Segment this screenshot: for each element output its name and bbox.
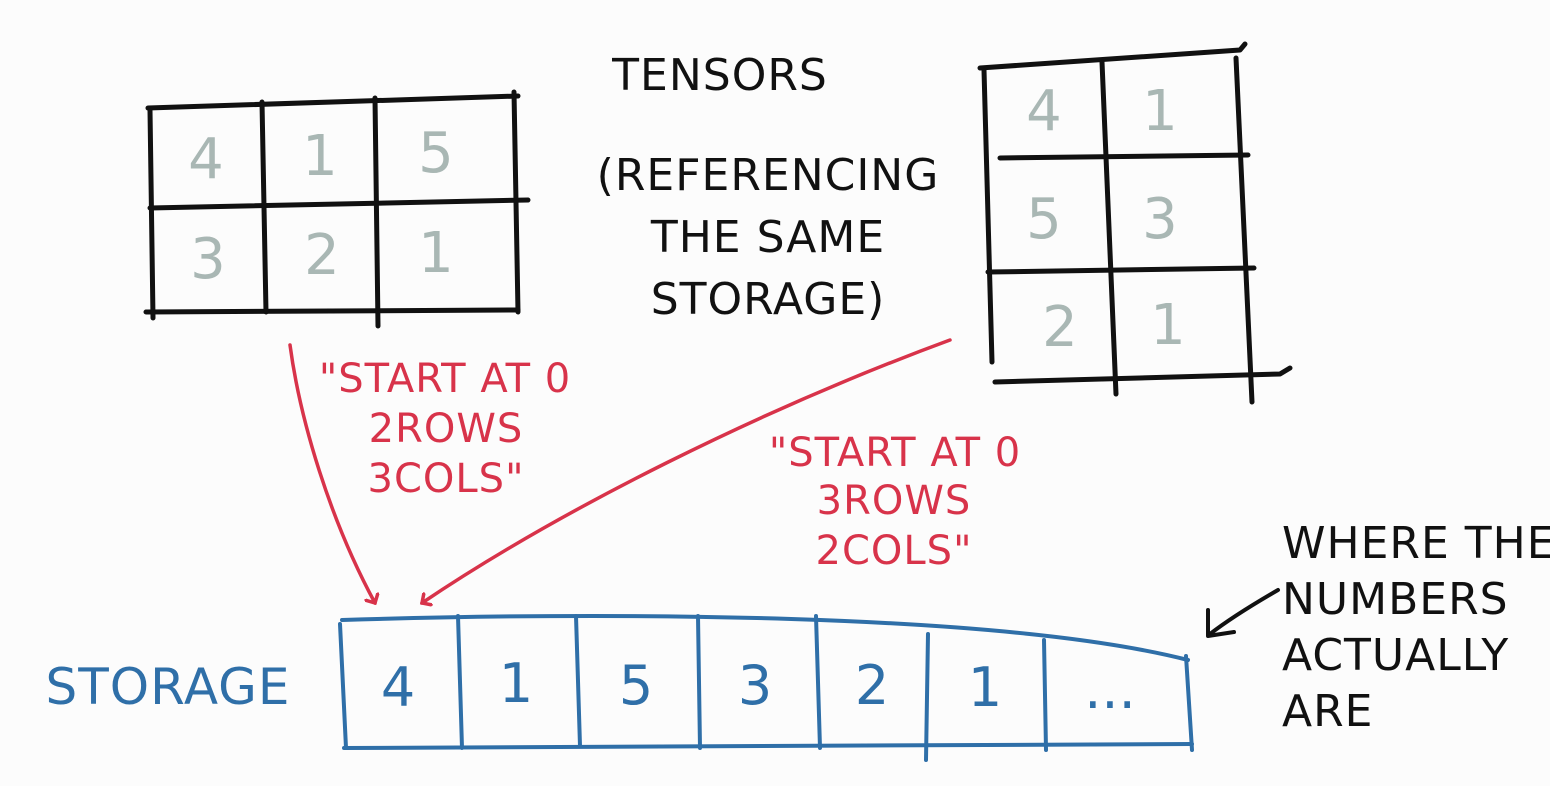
note-arrow bbox=[1208, 588, 1280, 636]
title: TENSORS bbox=[611, 50, 828, 101]
tensor-b-arrow bbox=[422, 338, 952, 603]
tensor-a-annotation-line-2: 2ROWS bbox=[369, 406, 524, 452]
storage-cell: 4 bbox=[381, 656, 415, 719]
note-line-1: WHERE THE bbox=[1282, 518, 1550, 569]
tensor-a-cell: 5 bbox=[418, 121, 454, 186]
note-arrowhead bbox=[1206, 608, 1236, 638]
tensor-b-annotation-line-2: 3ROWS bbox=[817, 478, 972, 524]
storage-strip bbox=[338, 614, 1194, 762]
storage-label: STORAGE bbox=[45, 658, 290, 716]
subtitle-line-2: THE SAME bbox=[650, 212, 885, 263]
note-line-4: ARE bbox=[1282, 686, 1373, 737]
tensor-b-cell: 5 bbox=[1026, 187, 1062, 252]
storage-cell: 3 bbox=[738, 654, 772, 717]
subtitle-line-3: STORAGE) bbox=[651, 274, 886, 325]
tensor-b-cell: 4 bbox=[1026, 79, 1062, 144]
tensor-a-annotation-line-3: 3COLS" bbox=[368, 456, 525, 502]
tensor-a-cell: 1 bbox=[418, 221, 454, 286]
tensor-b-annotation-line-1: "START AT 0 bbox=[769, 430, 1021, 476]
tensor-a-cell: 2 bbox=[304, 223, 340, 288]
note-line-3: ACTUALLY bbox=[1282, 630, 1509, 681]
tensor-a-cell: 4 bbox=[188, 127, 224, 192]
tensor-b-cell: 2 bbox=[1042, 295, 1078, 360]
tensor-a-cell: 1 bbox=[302, 124, 338, 189]
storage-cell: 1 bbox=[499, 652, 533, 715]
tensor-b-annotation-line-3: 2COLS" bbox=[816, 528, 973, 574]
storage-cell: 1 bbox=[968, 656, 1002, 719]
tensor-a-cells: 4 1 5 3 2 1 bbox=[188, 121, 454, 292]
storage-cell: 2 bbox=[855, 654, 889, 717]
storage-cell-ellipsis: ... bbox=[1084, 658, 1136, 721]
tensor-b-grid bbox=[977, 41, 1293, 405]
subtitle-line-1: (REFERENCING bbox=[597, 150, 940, 201]
storage-cell: 5 bbox=[619, 654, 653, 717]
note-line-2: NUMBERS bbox=[1282, 574, 1509, 625]
storage-cells: 4 1 5 3 2 1 ... bbox=[381, 652, 1136, 721]
tensor-b-cell: 1 bbox=[1142, 79, 1178, 144]
tensor-b-cell: 1 bbox=[1150, 293, 1186, 358]
tensor-a-annotation-line-1: "START AT 0 bbox=[319, 356, 571, 402]
tensor-a-cell: 3 bbox=[190, 227, 226, 292]
tensor-b-cells: 4 1 5 3 2 1 bbox=[1026, 79, 1186, 360]
tensor-a-arrow bbox=[288, 343, 375, 603]
tensor-a-grid bbox=[143, 89, 531, 329]
tensor-b-cell: 3 bbox=[1142, 187, 1178, 252]
